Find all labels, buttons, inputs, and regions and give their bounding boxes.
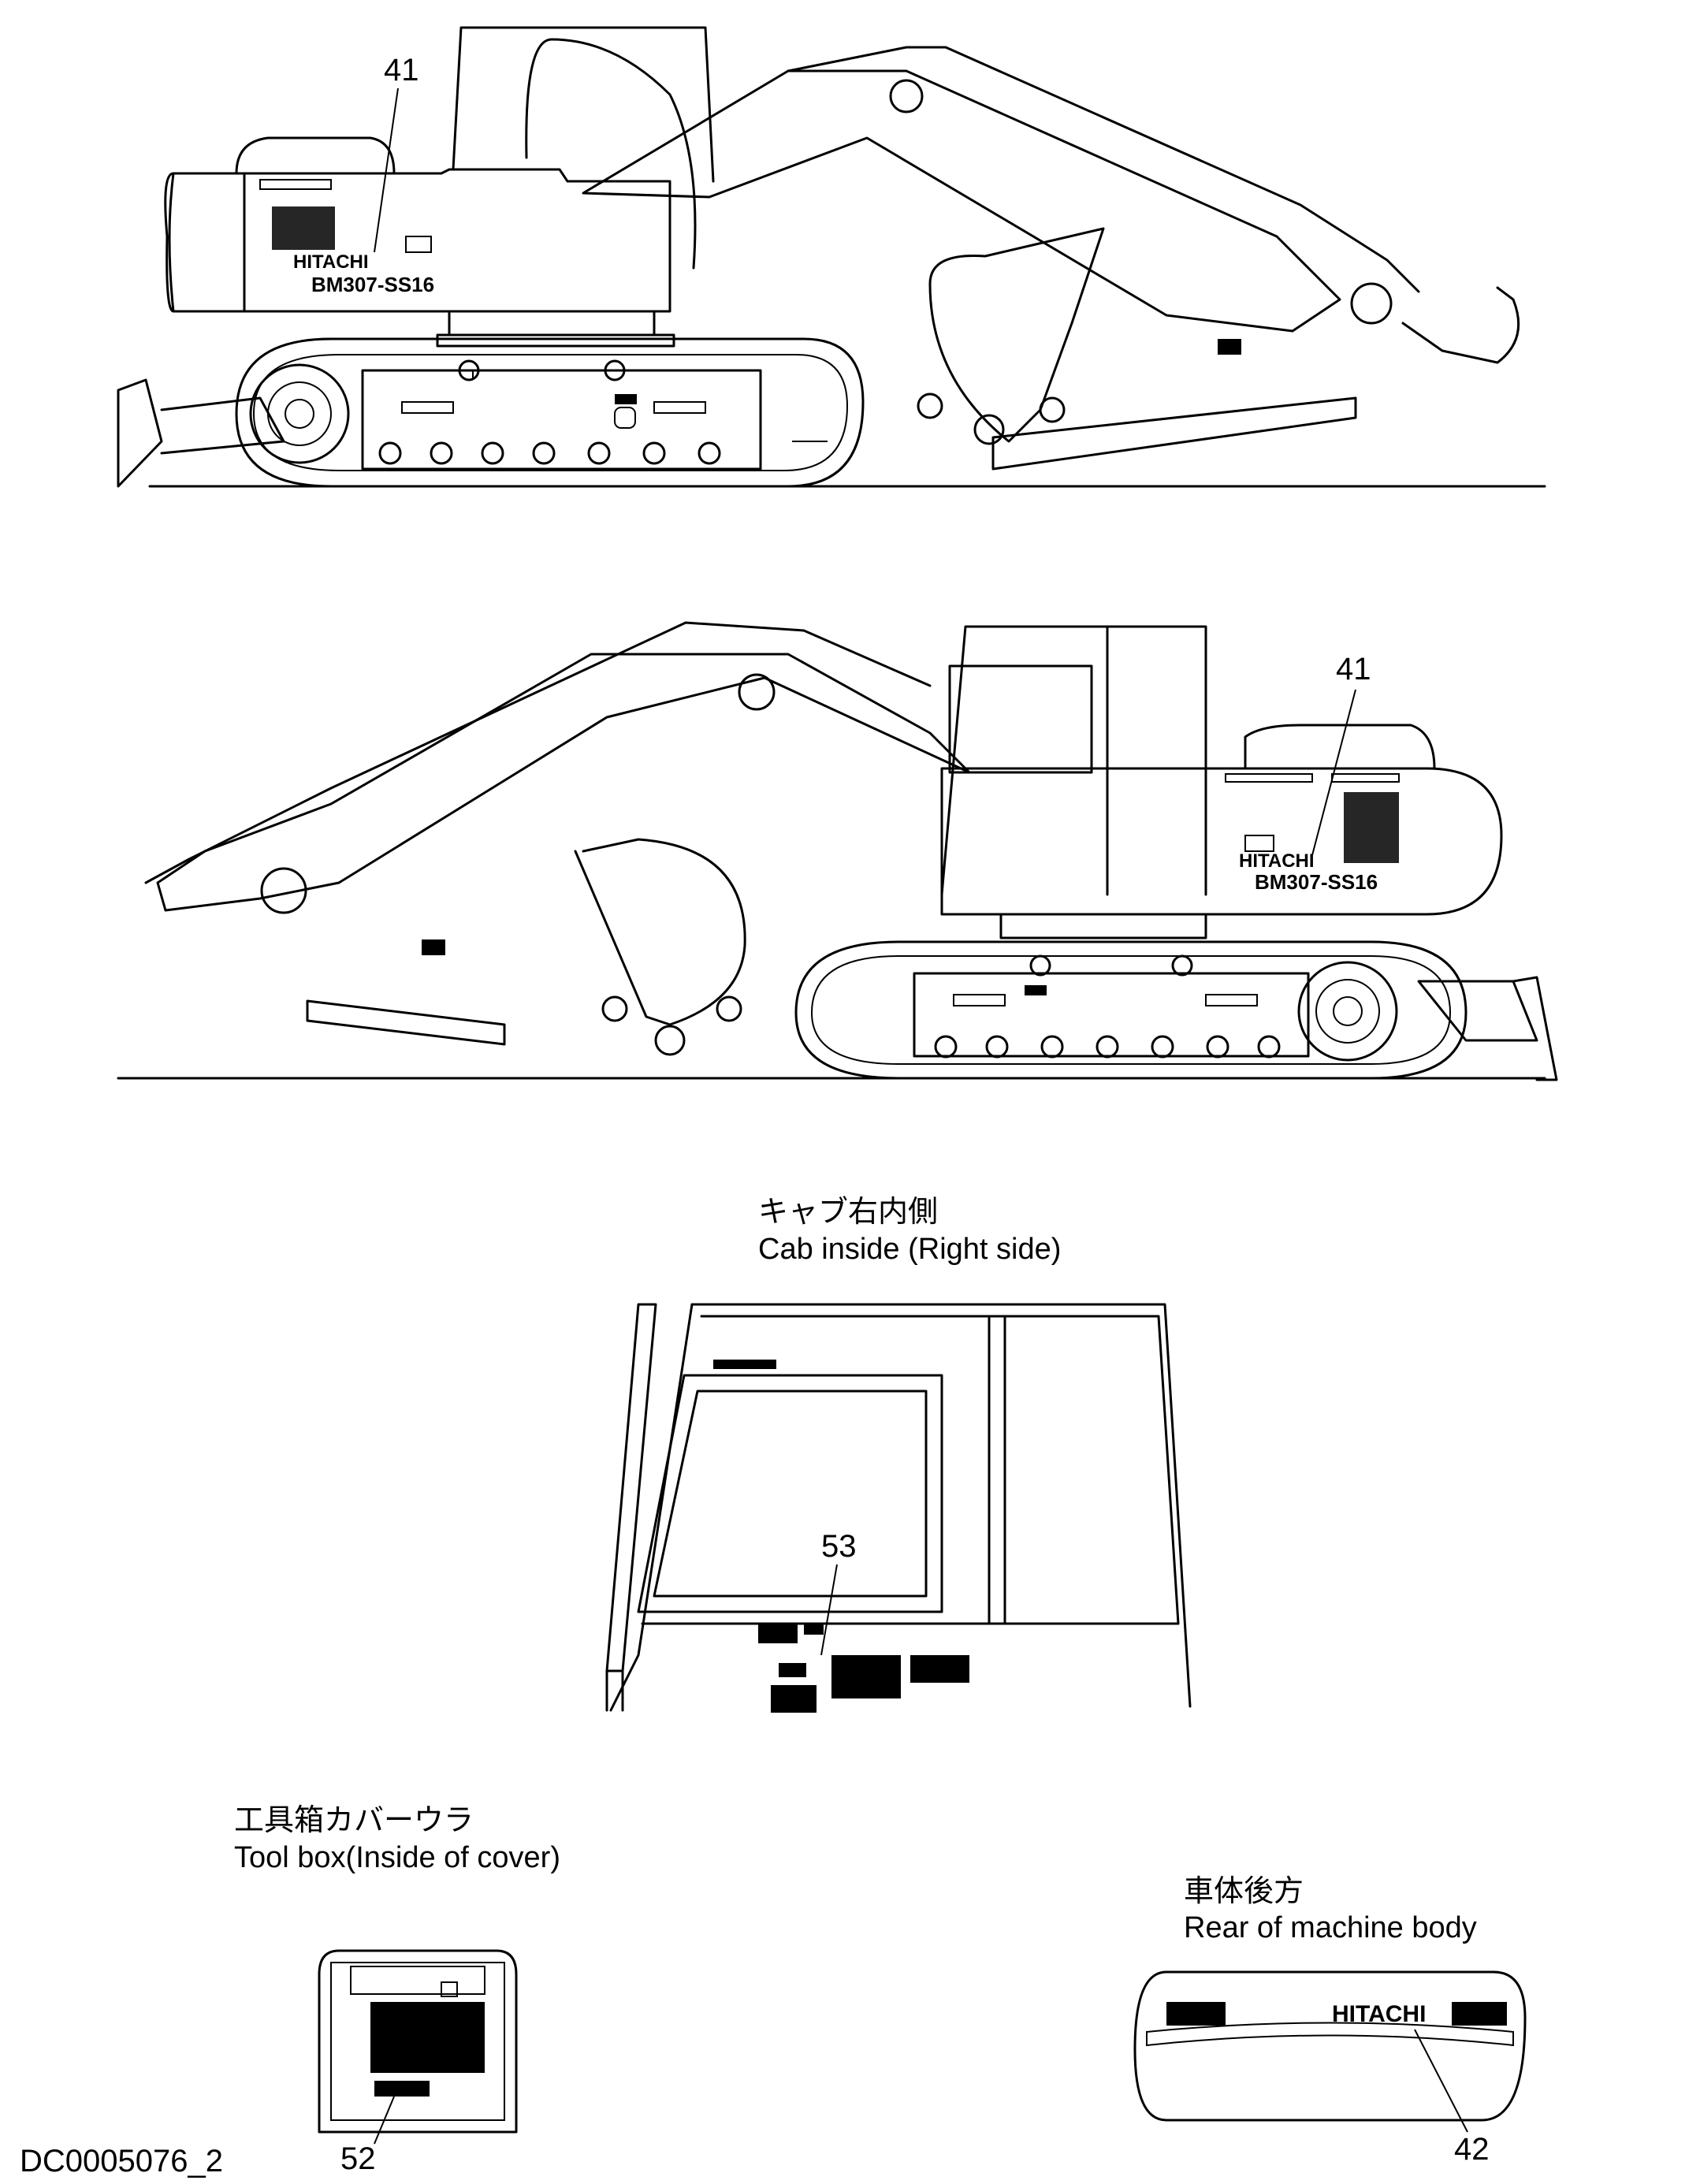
cab-inside-title-en: Cab inside (Right side) bbox=[758, 1233, 1061, 1266]
right-side-model: BM307-SS16 bbox=[1255, 870, 1378, 894]
rear-body-title-en: Rear of machine body bbox=[1184, 1911, 1477, 1944]
bucket bbox=[928, 227, 1105, 443]
cab-pillar bbox=[605, 1303, 657, 1672]
rear-body-detail: 車体後方 Rear of machine body HITACHI 42 bbox=[1133, 1875, 1527, 2167]
dozer-blade bbox=[117, 378, 285, 488]
counterweight bbox=[164, 172, 246, 313]
bucket bbox=[574, 838, 746, 1026]
tool-box-decal-52 bbox=[374, 2081, 430, 2097]
upper-structure bbox=[168, 168, 671, 313]
upper-structure bbox=[940, 767, 1503, 916]
handrail bbox=[525, 38, 697, 270]
tool-box-decal-large bbox=[370, 2002, 485, 2073]
arm-cylinder bbox=[991, 396, 1357, 471]
engine-grille bbox=[272, 206, 335, 250]
track-decal bbox=[1025, 985, 1047, 995]
excavator-right-side-view: HITACHI BM307-SS16 41 bbox=[117, 621, 1558, 1081]
engine-hood bbox=[235, 136, 396, 175]
boom-pin bbox=[738, 673, 776, 711]
tool-box-title-jp: 工具箱カバーウラ bbox=[234, 1804, 474, 1837]
cab-decal-53 bbox=[831, 1655, 901, 1698]
callout-41-middle: 41 bbox=[1336, 652, 1371, 686]
track-frame bbox=[361, 369, 762, 471]
arm-tip bbox=[1401, 286, 1520, 364]
track-frame bbox=[913, 972, 1310, 1058]
cab-window-inner bbox=[653, 1390, 928, 1598]
track-decal bbox=[615, 394, 637, 404]
boom-top-line bbox=[787, 46, 1420, 293]
drawing-code: DC0005076_2 bbox=[20, 2144, 223, 2178]
boom-decal bbox=[1218, 339, 1241, 355]
boom bbox=[156, 653, 971, 912]
swing-base bbox=[448, 310, 656, 337]
tool-box-detail: 工具箱カバーウラ Tool box(Inside of cover) 52 bbox=[234, 1804, 560, 2176]
engine-hood bbox=[1244, 724, 1436, 770]
rear-brand: HITACHI bbox=[1332, 2001, 1426, 2027]
boom-decal bbox=[422, 939, 445, 955]
callout-41-top: 41 bbox=[384, 53, 419, 87]
crawler-track bbox=[235, 337, 865, 488]
boom bbox=[582, 69, 1341, 333]
swing-base bbox=[999, 913, 1207, 939]
cab-inside-detail: キャブ右内側 Cab inside (Right side) 53 bbox=[605, 1196, 1192, 1713]
drive-sprocket bbox=[249, 363, 350, 464]
left-side-brand: HITACHI bbox=[293, 251, 369, 273]
dozer-blade bbox=[1417, 976, 1558, 1081]
cab-inside-title-jp: キャブ右内側 bbox=[758, 1196, 938, 1229]
excavator-left-side-view: HITACHI BM307-SS16 41 bbox=[117, 26, 1546, 488]
cab-top-decal bbox=[713, 1360, 776, 1369]
tool-box-title-en: Tool box(Inside of cover) bbox=[234, 1841, 560, 1874]
crawler-track bbox=[794, 940, 1468, 1080]
left-side-model: BM307-SS16 bbox=[311, 273, 434, 296]
boom-top-line bbox=[144, 621, 932, 884]
right-side-brand: HITACHI bbox=[1239, 850, 1315, 872]
callout-52: 52 bbox=[340, 2141, 376, 2176]
callout-42: 42 bbox=[1454, 2132, 1490, 2167]
cab-window-outer bbox=[637, 1374, 943, 1613]
callout-53: 53 bbox=[821, 1529, 857, 1564]
boom-pin bbox=[889, 79, 924, 113]
rear-body-title-jp: 車体後方 bbox=[1184, 1875, 1304, 1908]
cab-decal-1 bbox=[758, 1624, 798, 1643]
engine-grille bbox=[1344, 792, 1399, 863]
counterweight-rear bbox=[1133, 1970, 1527, 2122]
cab bbox=[452, 26, 715, 183]
cab bbox=[940, 625, 1207, 896]
drive-sprocket bbox=[1297, 961, 1398, 1062]
tool-box-cover bbox=[318, 1949, 518, 2134]
rear-decal-right bbox=[1452, 2002, 1507, 2026]
cab-frame bbox=[690, 1303, 1192, 1708]
cab-window bbox=[948, 664, 1093, 774]
rear-decal-left bbox=[1166, 2002, 1226, 2026]
arm-cylinder bbox=[306, 999, 506, 1046]
